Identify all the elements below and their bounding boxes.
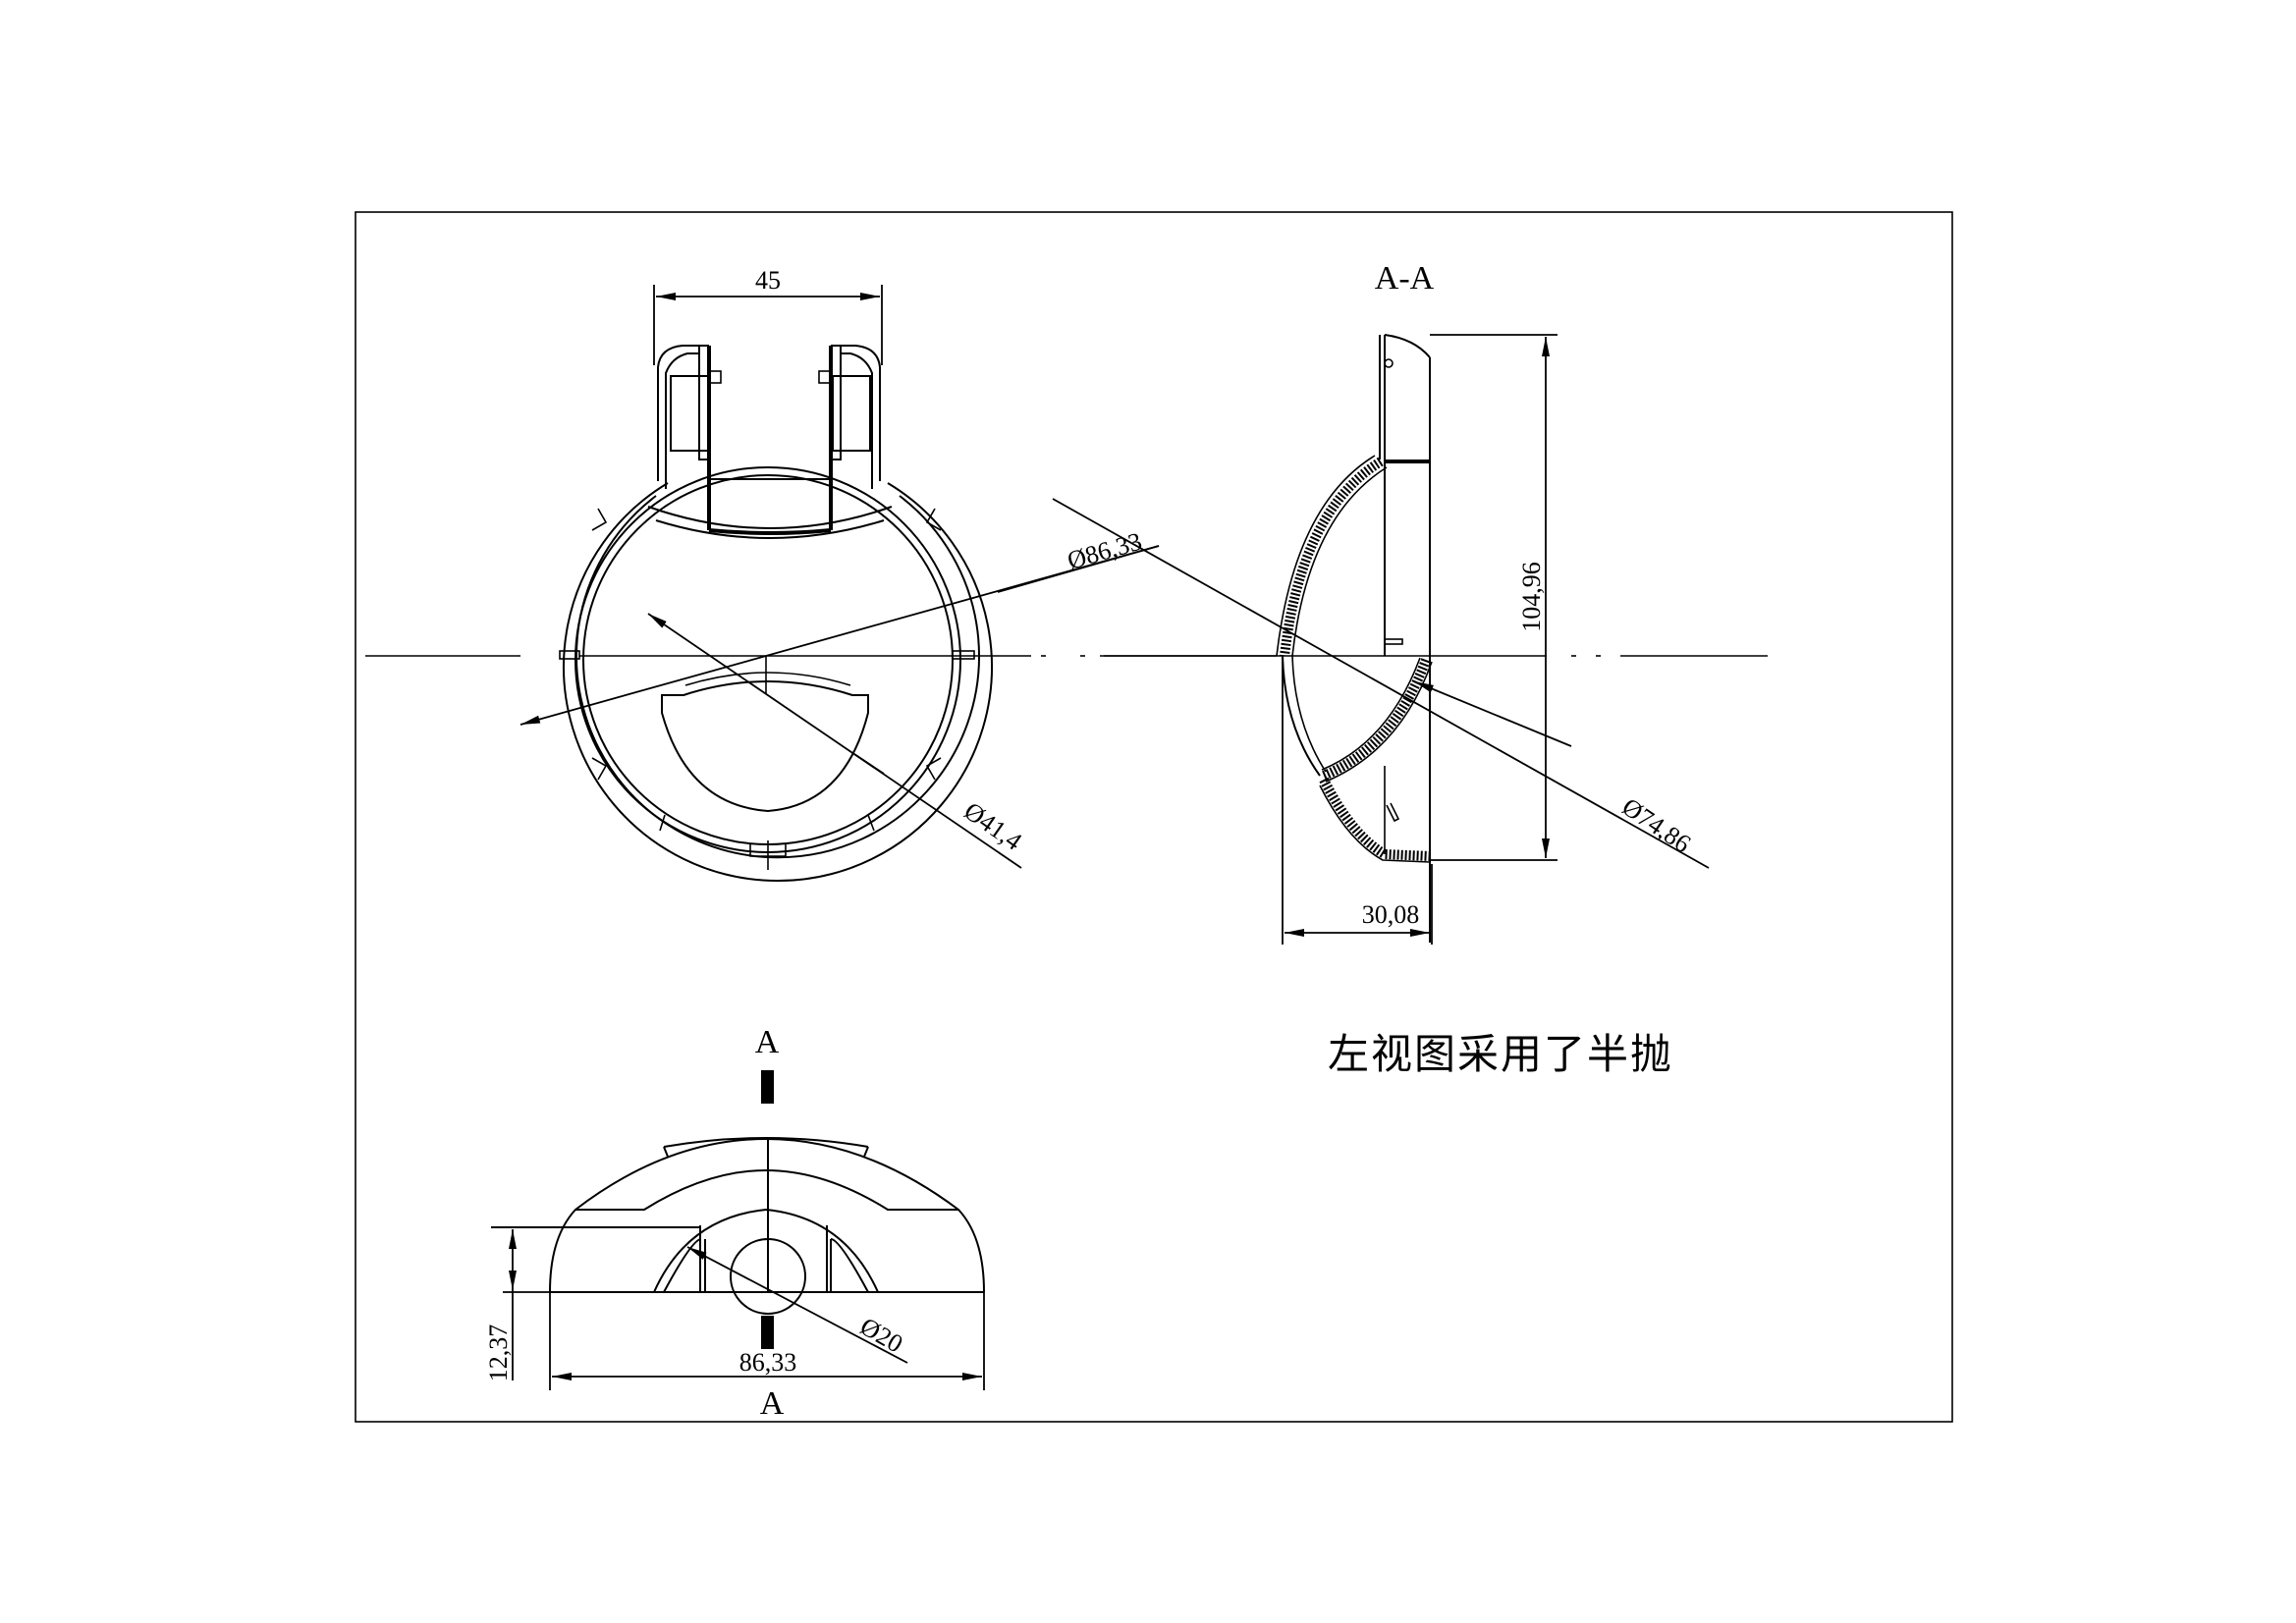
bottom-view: A Ø20 A 86,33 (484, 1024, 985, 1422)
drawing-border (355, 211, 1953, 1423)
dim-front-inner-diameter: Ø41,4 (959, 796, 1027, 856)
front-view: Ø86,33 Ø41,4 45 (365, 266, 1710, 882)
section-marker-top-label: A (755, 1024, 780, 1060)
dim-section-depth: 30,08 (1362, 900, 1420, 929)
dim-bottom-width: 86,33 (739, 1348, 797, 1377)
section-marker-bottom-label: A (760, 1385, 785, 1422)
dim-front-width: 45 (755, 266, 781, 295)
section-marker-top (761, 1070, 774, 1104)
dim-bottom-hole-diameter: Ø20 (855, 1312, 907, 1359)
drawing-note: 左视图采用了半抛 (1328, 1030, 1674, 1078)
dim-front-outer-diameter: Ø86,33 (1065, 527, 1145, 575)
dim-bottom-height: 12,37 (484, 1325, 513, 1382)
dim-section-height: 104,96 (1517, 562, 1546, 632)
section-marker-bottom (761, 1316, 774, 1349)
dim-section-diameter: Ø74,86 (1617, 792, 1696, 858)
section-view: A-A 104,96 Ø74, (1104, 260, 1768, 945)
section-title: A-A (1375, 260, 1435, 297)
